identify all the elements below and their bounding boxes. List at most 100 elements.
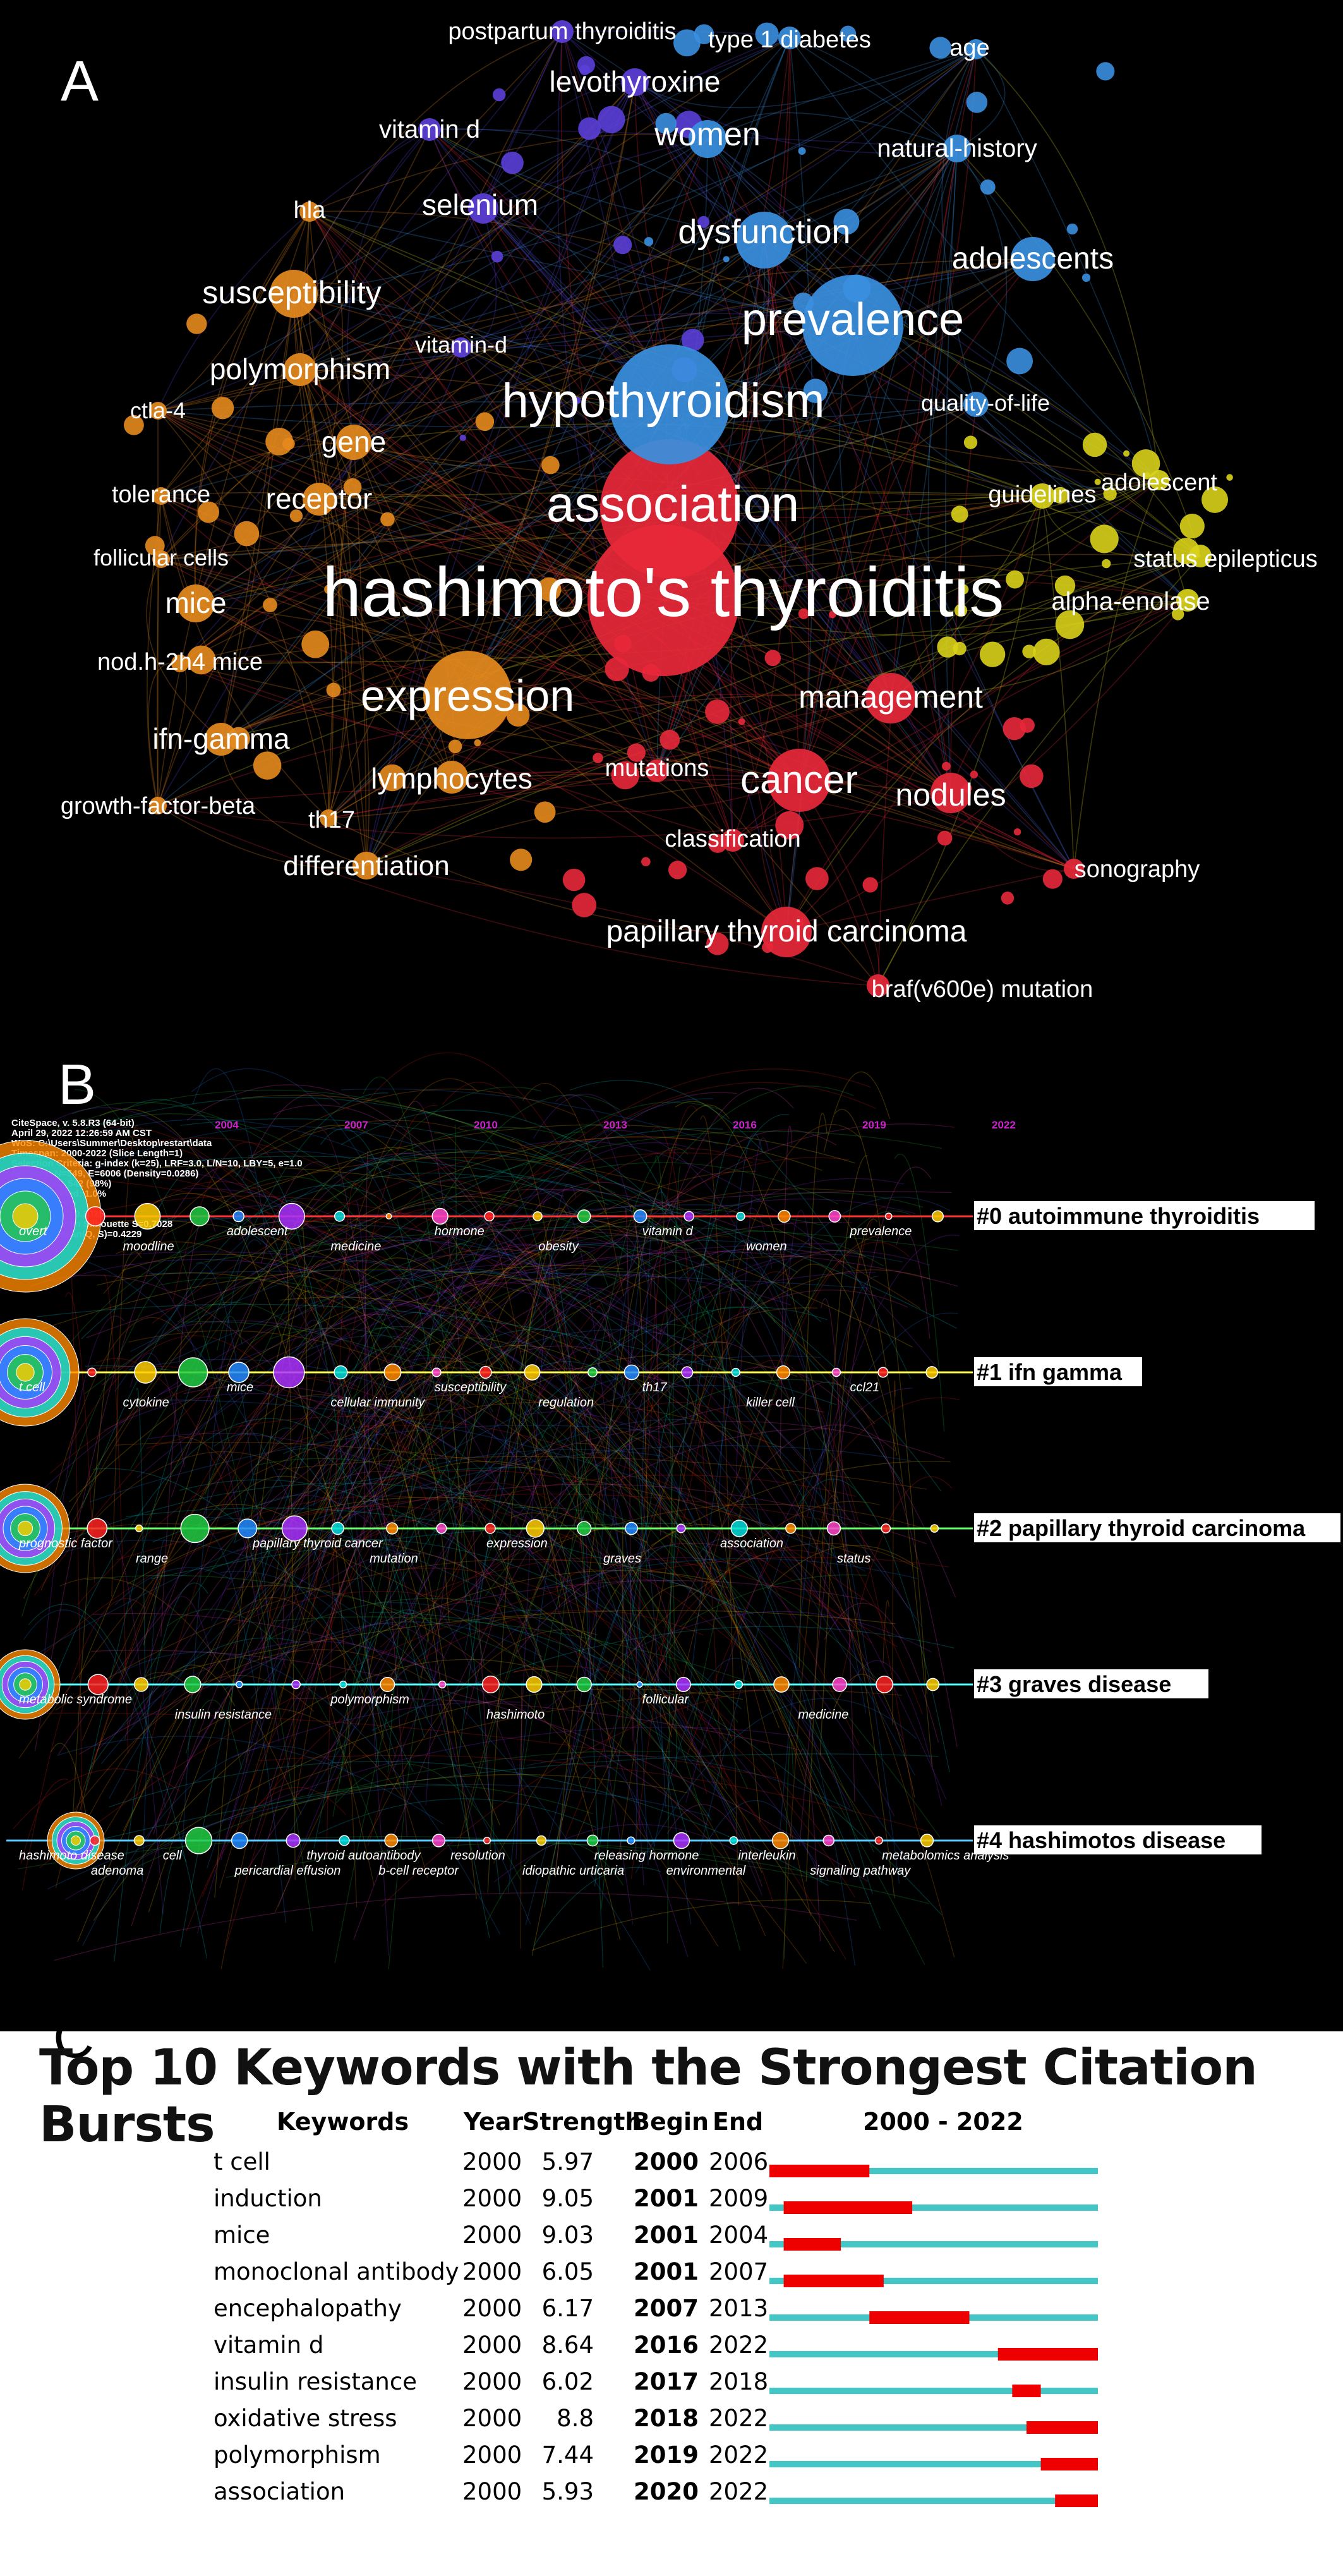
burst-title: Top 10 Keywords with the Strongest Citat… [39,2040,1258,2153]
header-strength: Strength [522,2108,642,2136]
burst-row-end: 2007 [709,2258,769,2285]
burst-baseline [769,2168,1098,2174]
network-node [1064,859,1084,879]
network-node-label: lymphocytes [371,762,533,795]
timeline-term-label: hashimoto [486,1708,545,1722]
timeline-term-label: metabolic syndrome [19,1693,132,1707]
burst-baseline [769,2388,1098,2394]
timeline-year-label: 2004 [215,1119,239,1131]
svg-text:#4 hashimotos disease: #4 hashimotos disease [977,1827,1226,1853]
burst-row-begin: 2020 [634,2478,699,2505]
burst-row-begin: 2018 [634,2405,699,2432]
burst-row-year: 2000 [462,2258,522,2285]
network-node [451,337,471,358]
burst-row-keyword: monoclonal antibody [214,2258,459,2285]
network-node [423,651,512,739]
network-node-label: adolescents [952,242,1114,275]
burst-row-end: 2022 [709,2405,769,2432]
burst-bar [1026,2421,1098,2434]
burst-row-begin: 2007 [634,2295,699,2322]
network-node [621,68,649,96]
network-node [1030,483,1055,509]
burst-bar [783,2238,841,2251]
panel-label-a: A [61,50,99,113]
burst-row-begin: 2000 [634,2148,699,2175]
metadata-line: April 29, 2022 12:26:59 AM CST [11,1128,152,1139]
timeline-term-label: idiopathic urticaria [522,1864,624,1878]
network-node-label: papillary thyroid carcinoma [606,915,967,948]
timeline-term-label: overt [19,1225,48,1238]
timeline-term-label: adolescent [227,1225,289,1238]
burst-row-strength: 6.05 [541,2258,594,2285]
network-node [152,487,170,505]
metadata-line: Selection Criteria: g-index (k=25), LRF=… [11,1158,303,1169]
burst-row-begin: 2001 [634,2185,699,2212]
timeline-term-label: polymorphism [330,1693,409,1707]
network-node [689,120,726,158]
network-node-label: quality-of-life [921,390,1050,416]
network-node-label: postpartum thyroiditis [448,18,676,45]
network-node-label: expression [361,671,575,720]
burst-row-year: 2000 [462,2222,522,2249]
timeline-term-label: interleukin [738,1849,795,1863]
network-node-label: braf(v600e) mutation [872,976,1093,1003]
timeline-year-label: 2022 [992,1119,1016,1131]
burst-bar [769,2165,870,2177]
network-node-label: natural-history [877,135,1037,162]
burst-bars [769,2165,1098,2507]
network-node-label: adolescent [1101,469,1217,496]
network-node [468,193,498,224]
burst-row-keyword: association [214,2478,346,2505]
network-node [177,584,215,622]
burst-bar [1055,2494,1098,2507]
network-node [1176,589,1199,612]
burst-row-keyword: mice [214,2222,270,2249]
burst-bar [783,2275,884,2287]
burst-bar [997,2348,1098,2361]
burst-row-end: 2022 [709,2478,769,2505]
svg-text:#3 graves disease: #3 graves disease [977,1671,1171,1697]
timeline-term-label: t cell [19,1381,45,1394]
burst-row-end: 2022 [709,2331,769,2359]
network-node [149,797,167,814]
burst-baseline [769,2241,1098,2247]
burst-row-year: 2000 [462,2331,522,2359]
burst-row-begin: 2001 [634,2222,699,2249]
burst-row-keyword: vitamin d [214,2331,324,2359]
timeline-term-label: cell [163,1849,183,1863]
keyword-network: hashimoto's thyroiditisassociationhypoth… [61,18,1318,1003]
burst-bar [1012,2385,1041,2397]
burst-row-year: 2000 [462,2185,522,2212]
network-node-label: mutations [605,755,709,782]
network-node-label: polymorphism [210,353,390,385]
timeline-term-label: thyroid autoantibody [306,1849,421,1863]
network-node [1189,545,1212,567]
network-node [299,202,320,222]
header-range: 2000 - 2022 [863,2108,1023,2136]
network-node-label: growth-factor-beta [61,793,256,819]
network-node-label: association [546,476,799,532]
network-node-label: nod.h-2h4 mice [97,649,263,675]
timeline-term-label: adenoma [91,1864,143,1878]
network-node-label: sonography [1075,856,1200,883]
network-node-label: guidelines [988,481,1096,508]
timeline-term-label: pericardial effusion [234,1864,341,1878]
burst-row-strength: 7.44 [541,2441,594,2469]
burst-row-year: 2000 [462,2405,522,2432]
network-node [963,392,989,417]
network-node-label: follicular cells [93,545,229,571]
burst-row-strength: 9.05 [541,2185,594,2212]
burst-baseline [769,2204,1098,2211]
burst-row-end: 2009 [709,2185,769,2212]
network-node-label: management [798,679,983,715]
network-node-label: selenium [422,188,538,221]
burst-row-strength: 9.03 [541,2222,594,2249]
timeline-term-label: mutation [370,1552,418,1566]
network-node-label: differentiation [283,850,449,881]
network-node [778,27,801,49]
burst-row-strength: 5.97 [541,2148,594,2175]
burst-row-end: 2004 [709,2222,769,2249]
network-node [435,761,468,794]
